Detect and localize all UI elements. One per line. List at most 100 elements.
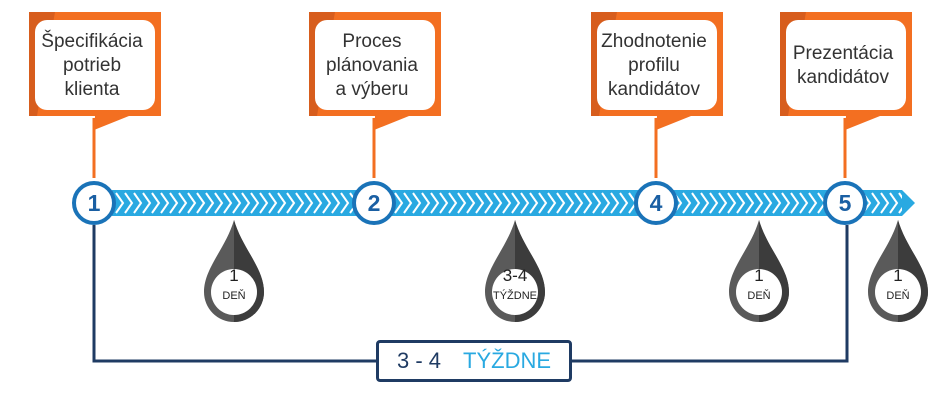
chevron-mark	[763, 192, 773, 214]
total-duration-box: 3 - 4 TÝŽDNE	[376, 340, 572, 382]
chevron-mark	[484, 192, 494, 214]
drop-shape	[868, 220, 928, 322]
chevron-mark	[790, 192, 800, 214]
chevron-mark	[124, 192, 134, 214]
duration-value: 1	[754, 266, 764, 285]
timeline-arrow-band	[112, 190, 915, 216]
duration-value: 3-4	[502, 266, 528, 285]
chevron-mark	[241, 192, 251, 214]
chevron-mark	[421, 192, 431, 214]
duration-unit: DEŇ	[222, 290, 246, 302]
step-circle-2: 2	[352, 181, 396, 225]
chevron-mark	[799, 192, 809, 214]
callout-frame	[780, 12, 912, 130]
chevron-mark	[295, 192, 305, 214]
chevron-mark	[745, 192, 755, 214]
chevron-mark	[223, 192, 233, 214]
chevron-mark	[781, 192, 791, 214]
chevron-mark	[205, 192, 215, 214]
chevron-mark	[322, 192, 332, 214]
chevron-mark	[556, 192, 566, 214]
chevron-mark	[511, 192, 521, 214]
chevron-mark	[277, 192, 287, 214]
arrow-head	[902, 190, 915, 216]
duration-value: 1	[893, 266, 903, 285]
duration-drop-2: 3-4 TÝŽDNE	[483, 218, 547, 326]
chevron-mark	[286, 192, 296, 214]
chevron-mark	[520, 192, 530, 214]
total-duration-value: 3 - 4	[396, 348, 442, 373]
chevron-mark	[619, 192, 629, 214]
chevron-mark	[691, 192, 701, 214]
chevron-mark	[304, 192, 314, 214]
chevron-mark	[727, 192, 737, 214]
chevron-mark	[331, 192, 341, 214]
chevron-mark	[115, 192, 125, 214]
chevron-mark	[808, 192, 818, 214]
chevron-mark	[538, 192, 548, 214]
duration-drop-4: 1 DEŇ	[866, 218, 930, 326]
chevron-mark	[187, 192, 197, 214]
chevron-mark	[502, 192, 512, 214]
chevron-mark	[250, 192, 260, 214]
chevron-mark	[718, 192, 728, 214]
chevron-mark	[871, 192, 881, 214]
chevron-mark	[547, 192, 557, 214]
chevron-mark	[178, 192, 188, 214]
callout-label: Zhodnotenie profilu kandidátov	[601, 31, 707, 100]
chevron-mark	[493, 192, 503, 214]
total-duration-unit: TÝŽDNE	[463, 348, 552, 373]
callout-label: Špecifikácia potrieb klienta	[41, 31, 143, 100]
callout-frame	[29, 12, 161, 130]
chevron-mark	[592, 192, 602, 214]
callout-frame	[309, 12, 441, 130]
chevron-mark	[475, 192, 485, 214]
chevron-mark	[754, 192, 764, 214]
chevron-mark	[430, 192, 440, 214]
step-circle-4: 4	[634, 181, 678, 225]
chevron-mark	[466, 192, 476, 214]
chevron-mark	[574, 192, 584, 214]
chevron-mark	[448, 192, 458, 214]
callout-frame	[591, 12, 723, 130]
step-circle-1: 1	[72, 181, 116, 225]
chevron-mark	[736, 192, 746, 214]
chevron-mark	[439, 192, 449, 214]
chevron-mark	[889, 192, 899, 214]
step-circle-5: 5	[823, 181, 867, 225]
chevron-mark	[259, 192, 269, 214]
drop-shape	[485, 220, 545, 322]
drop-shape	[729, 220, 789, 322]
duration-unit: DEŇ	[747, 290, 771, 302]
chevron-mark	[412, 192, 422, 214]
chevron-mark	[403, 192, 413, 214]
chevron-mark	[457, 192, 467, 214]
chevron-mark	[196, 192, 206, 214]
chevron-mark	[142, 192, 152, 214]
chevron-mark	[214, 192, 224, 214]
chevron-mark	[583, 192, 593, 214]
chevron-mark	[610, 192, 620, 214]
chevron-mark	[700, 192, 710, 214]
chevron-mark	[151, 192, 161, 214]
chevron-mark	[133, 192, 143, 214]
chevron-mark	[880, 192, 890, 214]
drop-shape	[204, 220, 264, 322]
chevron-mark	[529, 192, 539, 214]
chevron-mark	[682, 192, 692, 214]
chevron-mark	[394, 192, 404, 214]
duration-unit: TÝŽDNE	[493, 290, 537, 302]
chevron-mark	[313, 192, 323, 214]
chevron-mark	[601, 192, 611, 214]
duration-drop-1: 1 DEŇ	[202, 218, 266, 326]
chevron-mark	[772, 192, 782, 214]
chevron-mark	[565, 192, 575, 214]
chevron-mark	[160, 192, 170, 214]
chevron-mark	[709, 192, 719, 214]
callout-label: Prezentácia kandidátov	[792, 43, 894, 88]
chevron-mark	[232, 192, 242, 214]
duration-drop-3: 1 DEŇ	[727, 218, 791, 326]
callout-label: Proces plánovania a výberu	[326, 31, 418, 100]
